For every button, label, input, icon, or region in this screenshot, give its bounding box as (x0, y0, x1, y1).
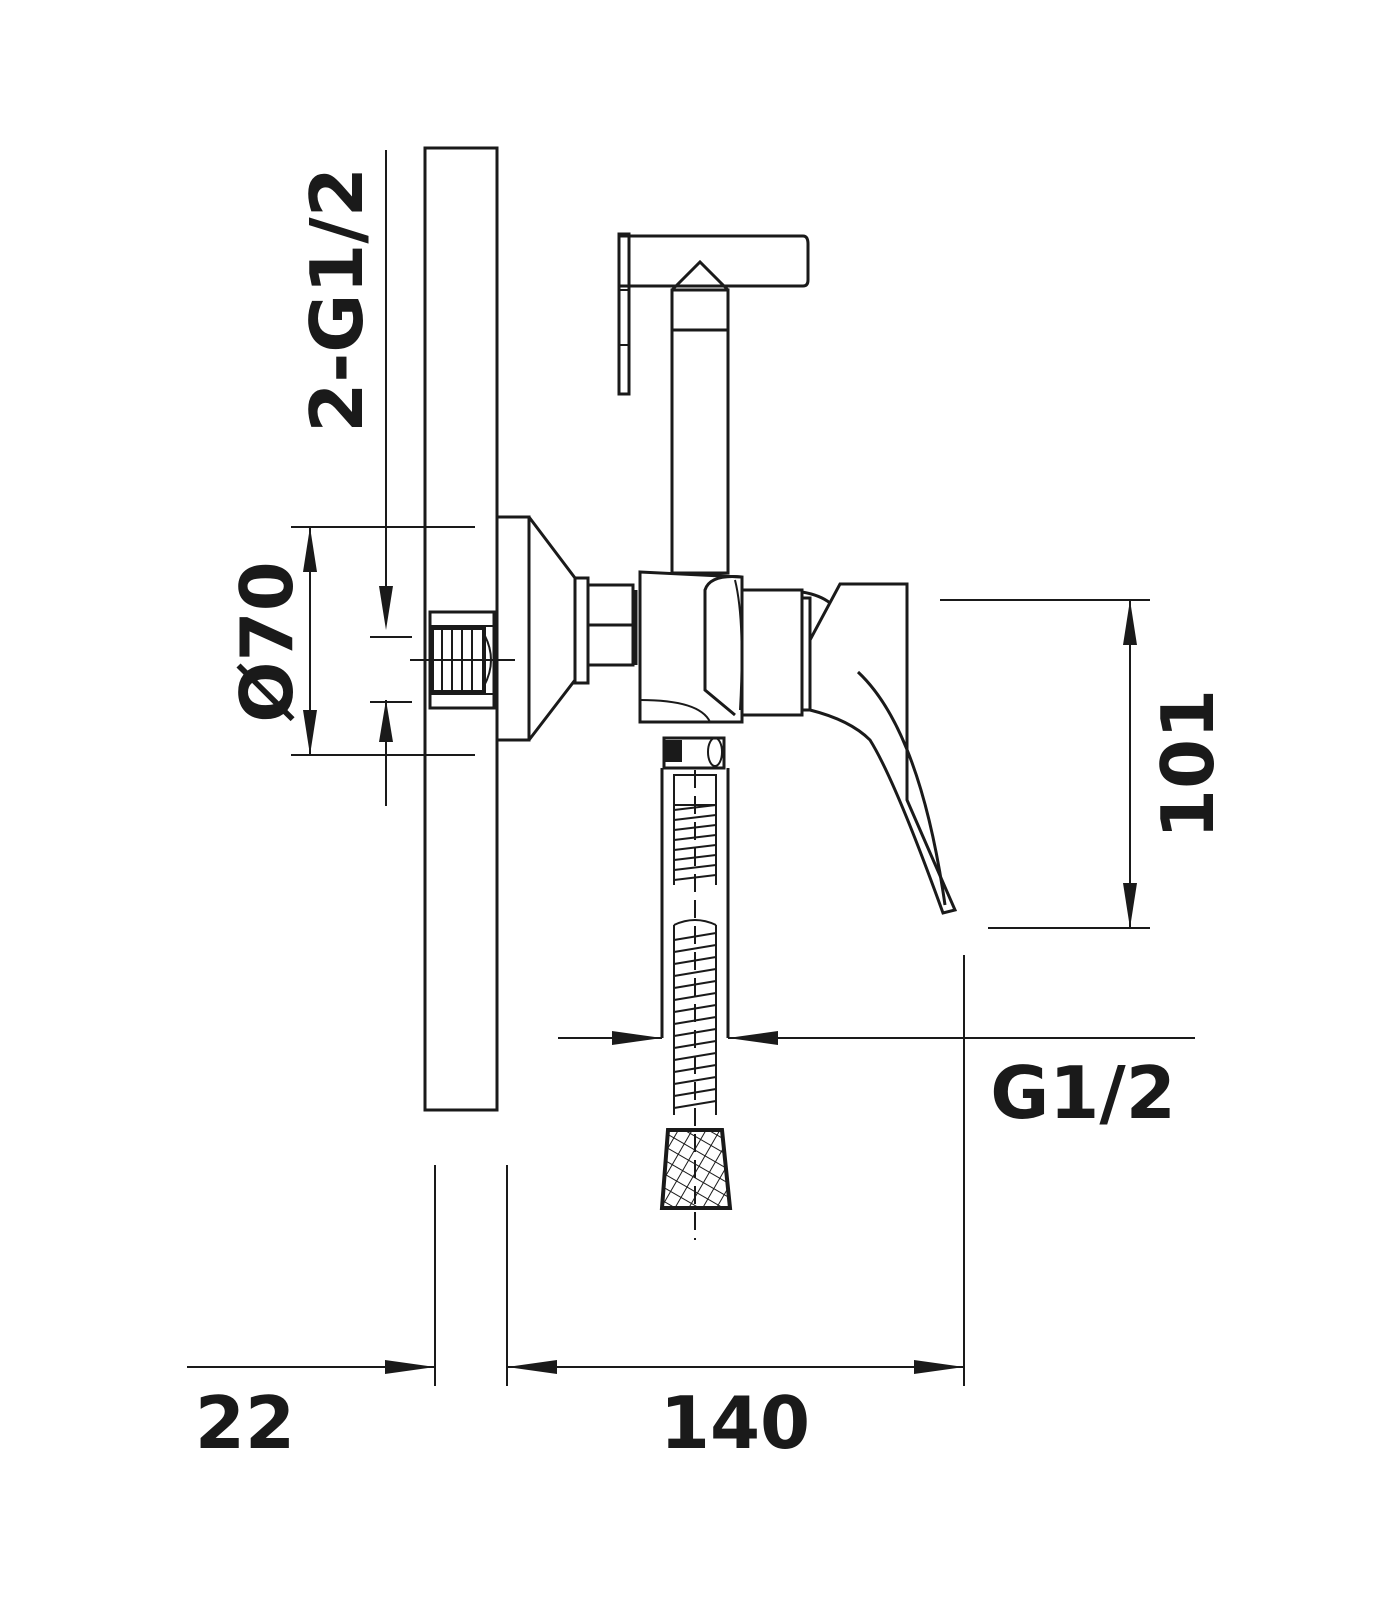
holder-body (638, 570, 831, 724)
inlet-thread-label: 2-G1/2 (295, 167, 379, 433)
lever-height-label: 101 (1146, 689, 1230, 839)
dimension-inlet-thread: 2-G1/2 (295, 150, 412, 806)
wall-section (410, 146, 515, 1112)
wall-offset-label: 22 (195, 1381, 295, 1465)
dimension-hose-thread: G1/2 (558, 1031, 1195, 1135)
dimension-lever-height: 101 (940, 599, 1230, 929)
dimension-escutcheon-diameter: Ø70 (225, 526, 475, 756)
lever-handle (808, 582, 958, 915)
projection-label: 140 (660, 1381, 810, 1465)
escutcheon-diameter-label: Ø70 (225, 561, 309, 722)
escutcheon (495, 515, 638, 742)
dimension-bottom: 22 140 (187, 955, 965, 1465)
bidet-sprayer (617, 232, 810, 575)
hose (659, 736, 733, 1240)
hose-thread-label: G1/2 (990, 1051, 1176, 1135)
